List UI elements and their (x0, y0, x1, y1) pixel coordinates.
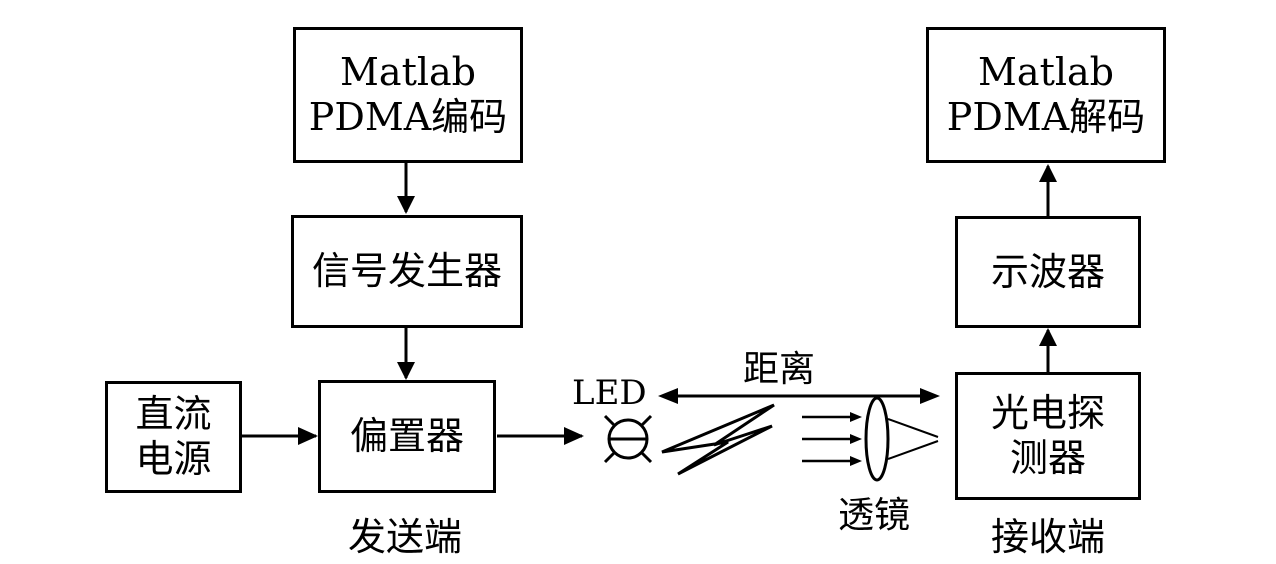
arrowhead-siggen-to-bias (397, 362, 415, 380)
bias-tee-block: 偏置器 (318, 380, 496, 493)
bias-tee-label: 偏置器 (349, 414, 464, 459)
optical-link-bolt-icon (661, 403, 775, 476)
lens-icon (864, 396, 890, 482)
light-rays-icon (802, 412, 862, 466)
distance-label: 距离 (743, 349, 816, 390)
signal-generator-block: 信号发生器 (291, 215, 523, 328)
led-icon (603, 414, 653, 464)
dc-power-block: 直流 电源 (105, 381, 242, 493)
led-label: LED (572, 373, 647, 413)
arrowhead-encode-to-siggen (397, 196, 415, 214)
matlab-decode-line1: Matlab (978, 50, 1114, 95)
distance-arrowhead-left (658, 388, 678, 404)
arrowhead-scope-to-decode (1039, 164, 1057, 182)
transmitter-label: 发送端 (348, 515, 463, 559)
focus-cone-icon (887, 418, 939, 460)
matlab-encode-line1: Matlab (340, 50, 476, 95)
photodetector-line2: 测器 (1009, 436, 1086, 480)
photodetector-block: 光电探 测器 (955, 372, 1141, 500)
matlab-encode-line2: PDMA编码 (308, 95, 508, 139)
distance-arrowhead-right (920, 388, 940, 404)
matlab-encode-block: Matlab PDMA编码 (293, 27, 523, 163)
dc-power-line1: 直流 (135, 392, 212, 437)
photodetector-line1: 光电探 (990, 391, 1105, 436)
dc-power-line2: 电源 (135, 437, 212, 481)
lens-label: 透镜 (838, 495, 911, 536)
arrowhead-dc-to-bias (298, 427, 318, 445)
oscilloscope-block: 示波器 (955, 216, 1141, 328)
arrowhead-pd-to-scope (1039, 328, 1057, 346)
arrowhead-bias-to-led (564, 427, 584, 445)
signal-generator-label: 信号发生器 (311, 249, 502, 294)
matlab-decode-line2: PDMA解码 (946, 95, 1146, 139)
matlab-decode-block: Matlab PDMA解码 (926, 27, 1166, 163)
receiver-label: 接收端 (991, 515, 1106, 559)
oscilloscope-label: 示波器 (990, 249, 1105, 294)
